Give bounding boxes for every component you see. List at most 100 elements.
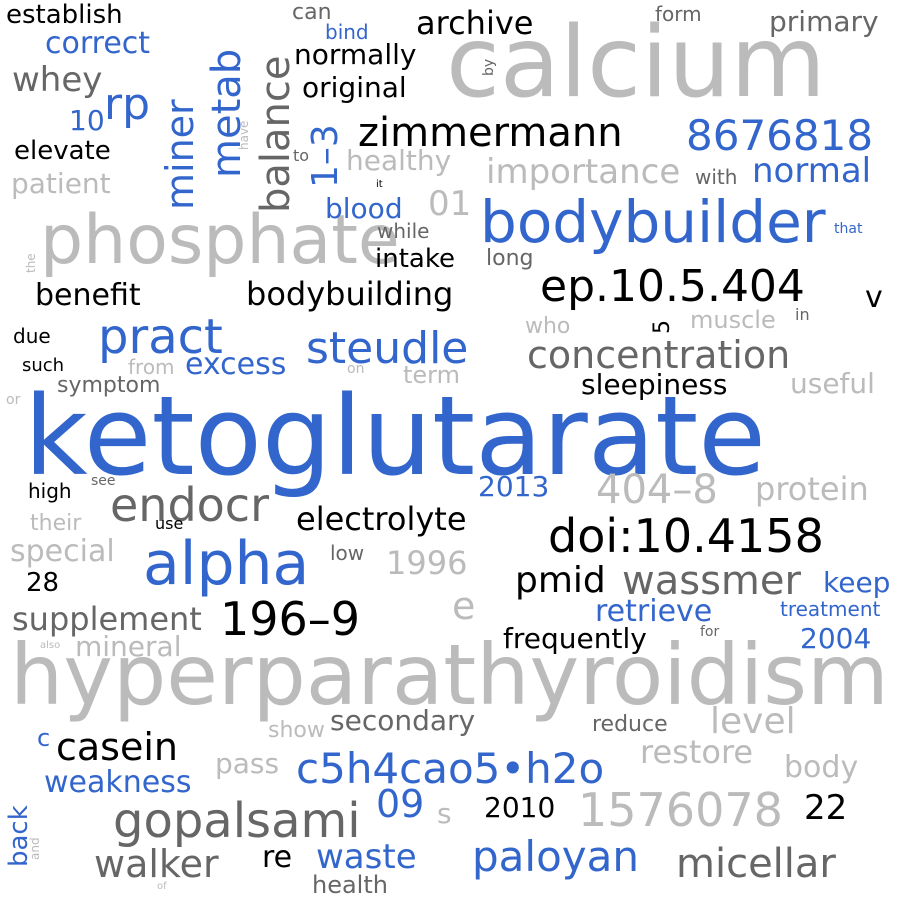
word-bind: bind <box>325 20 369 44</box>
word-paloyan: paloyan <box>472 832 639 881</box>
word-protein: protein <box>755 470 869 508</box>
word-have: have <box>237 120 251 150</box>
word-keep: keep <box>823 566 891 599</box>
word-pract: pract <box>98 309 223 365</box>
word-steudle: steudle <box>306 323 469 374</box>
word-their: their <box>30 511 82 536</box>
word-can: can <box>292 0 332 25</box>
word-ketoglutarate: ketoglutarate <box>24 372 766 500</box>
word-supplement: supplement <box>12 600 202 638</box>
word-balance: balance <box>253 55 299 213</box>
word-1576078: 1576078 <box>578 783 783 837</box>
word-who: who <box>525 314 571 339</box>
word-2013: 2013 <box>478 470 550 503</box>
word-excess: excess <box>185 347 287 382</box>
word-health: health <box>312 871 388 899</box>
word-calcium: calcium <box>446 6 826 120</box>
word-whey: whey <box>12 60 103 100</box>
word-metab: metab <box>204 48 250 178</box>
word-normally: normally <box>294 38 417 71</box>
word-intake: intake <box>375 244 455 274</box>
word-archive: archive <box>416 4 534 42</box>
word-high: high <box>28 479 72 503</box>
word-1996: 1996 <box>386 544 468 582</box>
word-use: use <box>155 514 184 533</box>
word-bodybuilder: bodybuilder <box>480 188 826 256</box>
word-establish: establish <box>6 0 123 30</box>
word-elevate: elevate <box>14 136 111 166</box>
word-or: or <box>6 392 21 408</box>
word-benefit: benefit <box>35 278 141 313</box>
word-196-9: 196–9 <box>220 592 361 646</box>
word-also: also <box>40 640 61 651</box>
word-show: show <box>268 718 325 743</box>
word-pass: pass <box>215 747 280 780</box>
word-that: that <box>834 221 863 237</box>
word-8676818: 8676818 <box>686 111 874 160</box>
word-c: c <box>37 724 51 752</box>
word-5: 5 <box>650 320 675 334</box>
word-and: and <box>28 837 42 860</box>
word-2004: 2004 <box>800 622 872 655</box>
word-it: it <box>376 179 383 190</box>
word-term: term <box>403 361 460 389</box>
word-404-8: 404–8 <box>596 467 718 513</box>
word-muscle: muscle <box>690 306 776 334</box>
word-c5h4cao5: c5h4cao5•h2o <box>296 744 605 793</box>
word-reduce: reduce <box>592 712 668 737</box>
word-on: on <box>347 361 365 377</box>
word-secondary: secondary <box>330 704 476 737</box>
word-by: by <box>481 58 497 76</box>
word-form: form <box>655 2 702 26</box>
word-mineral: mineral <box>75 630 182 663</box>
word-22: 22 <box>804 788 848 828</box>
word-waste: waste <box>316 837 417 877</box>
word-phosphate: phosphate <box>40 201 400 280</box>
word-the: the <box>24 253 38 273</box>
word-normal: normal <box>752 151 872 191</box>
word-micellar: micellar <box>676 841 836 887</box>
word-of: of <box>157 881 167 892</box>
word-2010: 2010 <box>484 791 556 824</box>
word-10: 10 <box>69 104 105 137</box>
word-for: for <box>700 624 720 640</box>
word-body: body <box>784 750 859 785</box>
word-rp: rp <box>104 79 151 130</box>
word-patient: patient <box>11 167 111 200</box>
word-re: re <box>262 840 293 875</box>
word-from: from <box>128 355 175 379</box>
word-endocr: endocr <box>110 478 270 532</box>
word-blood: blood <box>325 192 403 225</box>
word-original: original <box>302 71 407 104</box>
word-frequently: frequently <box>503 622 647 655</box>
word-such: such <box>22 355 65 376</box>
word-importance: importance <box>486 152 681 192</box>
word-zimmermann: zimmermann <box>358 110 623 156</box>
word-28: 28 <box>26 568 60 598</box>
word-wassmer: wassmer <box>622 558 801 604</box>
word-walker: walker <box>94 842 219 886</box>
word-low: low <box>330 541 365 565</box>
word-pmid: pmid <box>515 560 606 601</box>
word-miner: miner <box>158 99 202 210</box>
word-special: special <box>10 534 115 569</box>
word-level: level <box>710 701 796 742</box>
word-in: in <box>795 305 810 324</box>
word-doi: doi:10.4158 <box>548 509 824 563</box>
word-primary: primary <box>769 5 879 38</box>
word-sleepiness: sleepiness <box>581 368 728 401</box>
word-01: 01 <box>428 184 472 224</box>
word-ep: ep.10.5.404 <box>540 261 805 312</box>
word-concentration: concentration <box>527 333 791 377</box>
word-v: v <box>865 280 883 315</box>
word-while: while <box>377 219 430 243</box>
word-correct: correct <box>45 26 151 61</box>
word-see: see <box>91 473 116 489</box>
word-symptom: symptom <box>57 373 161 398</box>
word-long: long <box>486 246 534 271</box>
word-s: s <box>437 797 452 830</box>
word-bodybuilding: bodybuilding <box>246 275 454 313</box>
word-1-3: 1–3 <box>305 124 346 188</box>
word-e: e <box>452 584 476 628</box>
